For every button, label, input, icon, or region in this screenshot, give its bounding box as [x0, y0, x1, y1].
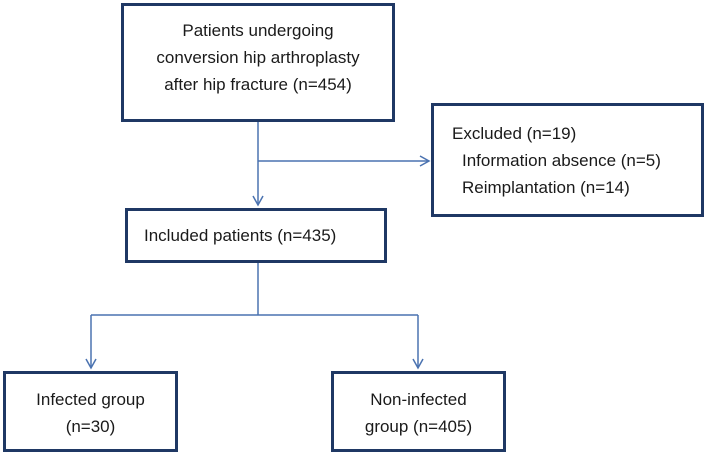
included-box: Included patients (n=435)	[125, 208, 387, 263]
excluded-box: Excluded (n=19) Information absence (n=5…	[431, 103, 704, 217]
excluded-reason-information-absence: Information absence (n=5)	[462, 151, 661, 170]
included-label: Included patients (n=435)	[144, 226, 337, 245]
excluded-title: Excluded (n=19)	[452, 124, 577, 143]
excluded-reason-reimplantation: Reimplantation (n=14)	[462, 178, 630, 197]
enrollment-line-2: conversion hip arthroplasty	[156, 48, 360, 67]
enrollment-box: Patients undergoing conversion hip arthr…	[121, 3, 395, 122]
non-infected-line-2: group (n=405)	[364, 417, 473, 436]
infected-group-box: Infected group (n=30)	[3, 371, 178, 452]
enrollment-line-1: Patients undergoing	[182, 21, 334, 40]
infected-line-1: Infected group	[36, 390, 145, 409]
infected-line-2: (n=30)	[65, 417, 116, 436]
non-infected-line-1: Non-infected	[370, 390, 467, 409]
non-infected-group-box: Non-infected group (n=405)	[331, 371, 506, 452]
enrollment-line-3: after hip fracture (n=454)	[164, 75, 352, 94]
